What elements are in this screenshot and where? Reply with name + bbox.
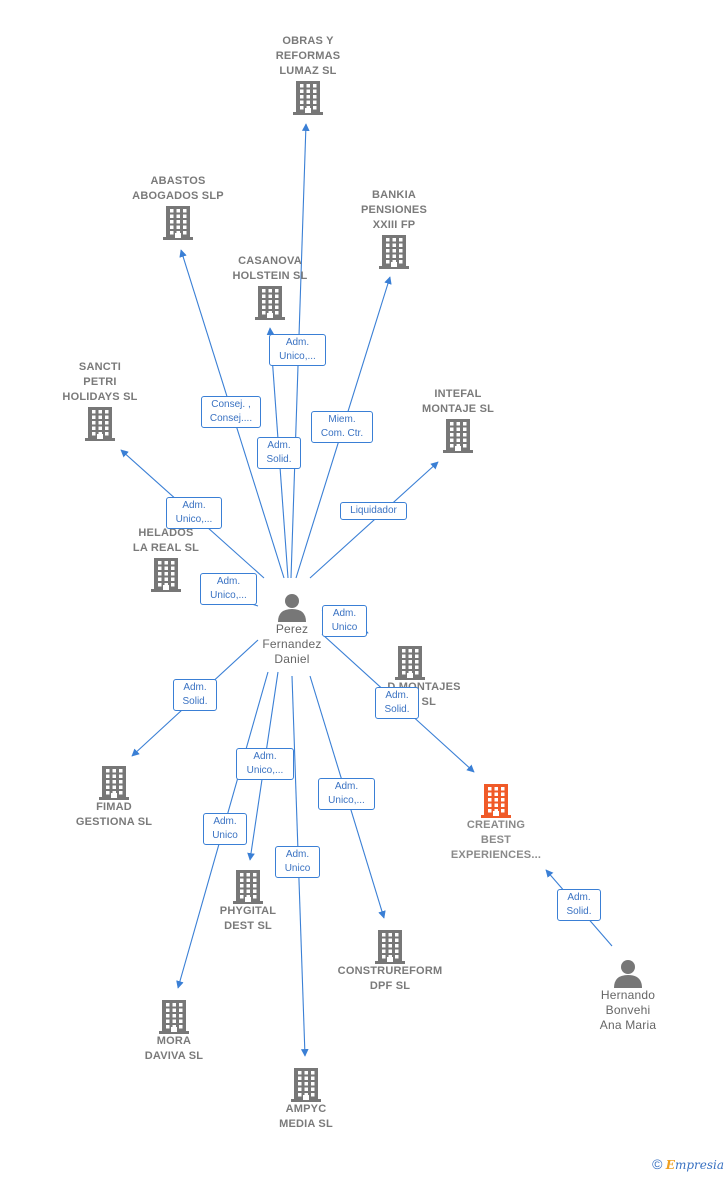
company-sancti-petri[interactable]: SANCTI PETRI HOLIDAYS SL [30,360,170,441]
company-creating-best-experiences[interactable]: CREATING BEST EXPERIENCES... [426,782,566,863]
building-icon [293,81,323,115]
relation-edge [309,461,439,579]
relation-label-abastos[interactable]: Consej. , Consej.... [201,396,261,428]
building-icon [163,206,193,240]
building-icon [375,930,405,964]
relation-label-hernando-creating[interactable]: Adm. Solid. [557,889,601,921]
company-intefal-montaje[interactable]: INTEFAL MONTAJE SL [388,387,528,453]
company-obras-reformas-lumaz[interactable]: OBRAS Y REFORMAS LUMAZ SL [238,34,378,115]
relation-label-phygital[interactable]: Adm. Unico,... [236,748,294,780]
relation-label-construreform[interactable]: Adm. Unico,... [318,778,375,810]
brand-text: Empresia [665,1158,724,1172]
building-icon [481,784,511,818]
person-icon [278,594,306,622]
relation-label-casanova[interactable]: Adm. Solid. [257,437,301,469]
relation-label-obras[interactable]: Adm. Unico,... [269,334,326,366]
company-label: OBRAS Y REFORMAS LUMAZ SL [275,35,341,77]
relation-label-creating[interactable]: Adm. Solid. [375,687,419,719]
building-icon [151,558,181,592]
company-label: INTEFAL MONTAJE SL [421,388,495,415]
company-abastos-abogados[interactable]: ABASTOS ABOGADOS SLP [108,174,248,240]
company-label: PHYGITAL DEST SL [219,905,277,932]
company-label: BANKIA PENSIONES XXIII FP [361,189,427,231]
relation-label-intefal[interactable]: Liquidador [340,502,407,520]
person-hernando-bonvehi-ana-maria[interactable]: Hernando Bonvehi Ana Maria [558,958,698,1033]
company-label: CONSTRUREFORM DPF SL [337,965,443,992]
company-label: FIMAD GESTIONA SL [75,801,153,828]
relation-label-sancti[interactable]: Adm. Unico,... [166,497,222,529]
company-label: CASANOVA HOLSTEIN SL [232,255,308,282]
building-icon [85,407,115,441]
empresia-logo[interactable]: © Empresia [652,1156,724,1172]
relation-label-fimad[interactable]: Adm. Solid. [173,679,217,711]
company-fimad-gestiona[interactable]: FIMAD GESTIONA SL [44,764,184,830]
company-label: HELADOS LA REAL SL [132,527,200,554]
building-icon [159,1000,189,1034]
building-icon [255,286,285,320]
company-label: SANCTI PETRI HOLIDAYS SL [62,361,138,403]
relation-label-bankia[interactable]: Miem. Com. Ctr. [311,411,373,443]
building-icon [99,766,129,800]
building-icon [291,1068,321,1102]
person-label: Perez Fernandez Daniel [262,622,322,666]
company-label: CREATING BEST EXPERIENCES... [450,819,542,861]
company-bankia-pensiones[interactable]: BANKIA PENSIONES XXIII FP [324,188,464,269]
company-helados-la-real[interactable]: HELADOS LA REAL SL [96,526,236,592]
relation-label-montajes[interactable]: Adm. Unico [322,605,367,637]
relation-label-ampyc[interactable]: Adm. Unico [275,846,320,878]
company-construreform-dpf[interactable]: CONSTRUREFORM DPF SL [320,928,460,994]
building-icon [233,870,263,904]
relation-label-mora[interactable]: Adm. Unico [203,813,247,845]
company-label: MORA DAVIVA SL [144,1035,204,1062]
person-label: Hernando Bonvehi Ana Maria [599,988,657,1032]
copyright-symbol: © [652,1156,663,1172]
company-phygital-dest[interactable]: PHYGITAL DEST SL [178,868,318,934]
company-ampyc-media[interactable]: AMPYC MEDIA SL [236,1066,376,1132]
person-perez-fernandez-daniel[interactable]: Perez Fernandez Daniel [222,592,362,667]
company-casanova-holstein[interactable]: CASANOVA HOLSTEIN SL [200,254,340,320]
building-icon [395,646,425,680]
company-mora-daviva[interactable]: MORA DAVIVA SL [104,998,244,1064]
building-icon [379,235,409,269]
company-label: ABASTOS ABOGADOS SLP [132,175,224,202]
building-icon [443,419,473,453]
relation-label-helados[interactable]: Adm. Unico,... [200,573,257,605]
company-label: AMPYC MEDIA SL [279,1103,333,1130]
person-icon [614,960,642,988]
